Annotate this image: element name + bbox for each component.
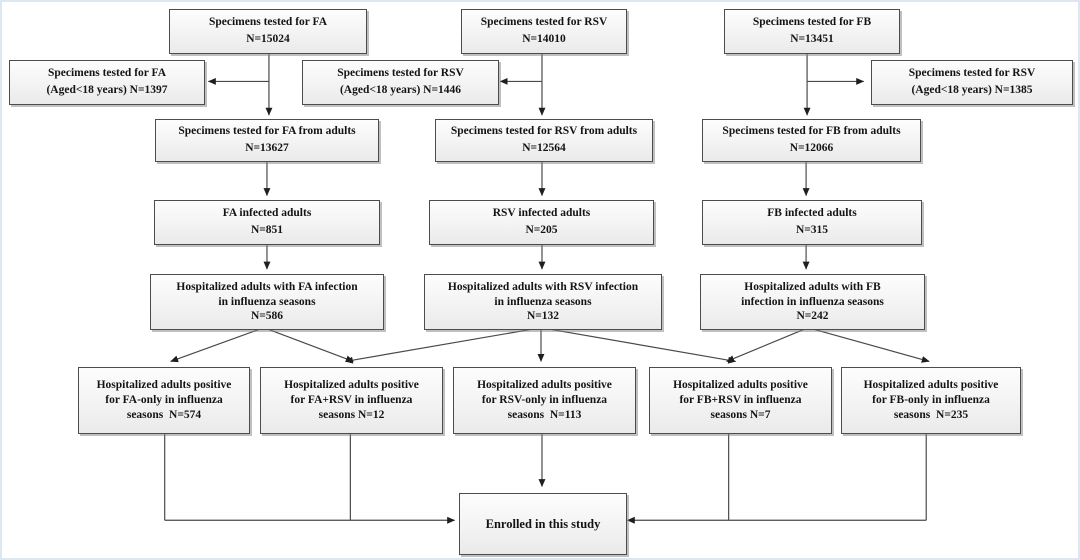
node-text-line: Specimens tested for RSV from adults bbox=[450, 125, 638, 138]
node-text-line: N=205 bbox=[525, 224, 558, 237]
node-text-line: Hospitalized adults positive bbox=[477, 379, 612, 392]
node-hospitalized-fb: Hospitalized adults with FB infection in… bbox=[700, 274, 925, 330]
node-text-line: N=13627 bbox=[245, 142, 289, 155]
node-text-line: Specimens tested for RSV bbox=[480, 15, 608, 28]
node-text-line: for FB+RSV in influenza bbox=[679, 394, 802, 407]
node-positive-fb-rsv: Hospitalized adults positive for FB+RSV … bbox=[649, 367, 832, 434]
node-text-line: N=315 bbox=[795, 224, 829, 237]
node-text-line: N=586 bbox=[250, 310, 284, 323]
node-text-line: Hospitalized adults with FA infection bbox=[176, 280, 358, 293]
node-adults-fb: Specimens tested for FB from adults N=12… bbox=[702, 119, 921, 162]
node-text-line: FA infected adults bbox=[222, 206, 312, 219]
node-text-line: Enrolled in this study bbox=[485, 516, 601, 531]
node-positive-fa-only: Hospitalized adults positive for FA-only… bbox=[78, 367, 250, 434]
node-text-line: Specimens tested for FB from adults bbox=[722, 125, 901, 138]
node-text-line: RSV infected adults bbox=[492, 206, 591, 219]
node-text-line: Specimens tested for RSV bbox=[337, 66, 464, 79]
node-text-line: seasons N=113 bbox=[507, 408, 582, 421]
node-text-line: N=242 bbox=[796, 310, 829, 323]
node-text-line: for FA-only in influenza bbox=[105, 394, 223, 407]
node-text-line: Hospitalized adults with FB bbox=[744, 280, 881, 293]
node-text-line: seasons N=235 bbox=[893, 408, 969, 421]
node-excluded-under18-fb-column: Specimens tested for RSV (Aged<18 years)… bbox=[871, 60, 1073, 105]
node-text-line: for FB-only in influenza bbox=[872, 394, 990, 407]
node-text-line: in influenza seasons bbox=[218, 295, 316, 308]
node-specimens-rsv: Specimens tested for RSV N=14010 bbox=[461, 9, 627, 54]
node-text-line: Hospitalized adults positive bbox=[96, 379, 232, 392]
node-text-line: in influenza seasons bbox=[494, 295, 592, 308]
node-text-line: Specimens tested for FA bbox=[47, 66, 167, 79]
node-text-line: N=132 bbox=[526, 310, 560, 323]
node-text-line: (Aged<18 years) N=1397 bbox=[46, 84, 168, 97]
node-specimens-fb: Specimens tested for FB N=13451 bbox=[724, 9, 900, 54]
node-enrolled: Enrolled in this study bbox=[459, 493, 627, 555]
node-specimens-fa: Specimens tested for FA N=15024 bbox=[169, 9, 367, 54]
node-text-line: (Aged<18 years) N=1446 bbox=[339, 84, 462, 97]
node-infected-rsv: RSV infected adults N=205 bbox=[429, 200, 654, 245]
node-text-line: N=13451 bbox=[790, 33, 834, 46]
node-adults-fa: Specimens tested for FA from adults N=13… bbox=[155, 119, 379, 162]
node-infected-fb: FB infected adults N=315 bbox=[702, 200, 922, 245]
node-text-line: seasons N=574 bbox=[126, 408, 202, 421]
node-positive-rsv-only: Hospitalized adults positive for RSV-onl… bbox=[453, 367, 636, 434]
node-text-line: N=851 bbox=[250, 224, 284, 237]
node-excluded-rsv-under18: Specimens tested for RSV (Aged<18 years)… bbox=[302, 60, 499, 105]
node-text-line: Specimens tested for RSV bbox=[908, 66, 1036, 79]
node-hospitalized-rsv: Hospitalized adults with RSV infection i… bbox=[424, 274, 662, 330]
node-text-line: seasons N=7 bbox=[710, 408, 771, 421]
node-infected-fa: FA infected adults N=851 bbox=[154, 200, 380, 245]
node-text-line: Specimens tested for FA bbox=[208, 15, 328, 28]
node-text-line: FB infected adults bbox=[767, 206, 857, 219]
node-text-line: Hospitalized adults positive bbox=[863, 379, 999, 392]
node-excluded-fa-under18: Specimens tested for FA (Aged<18 years) … bbox=[9, 60, 205, 105]
node-text-line: Specimens tested for FB bbox=[752, 15, 872, 28]
node-text-line: for RSV-only in influenza bbox=[481, 394, 608, 407]
node-text-line: infection in influenza seasons bbox=[741, 295, 884, 308]
node-text-line: for FA+RSV in influenza bbox=[290, 394, 413, 407]
node-text-line: Hospitalized adults with RSV infection bbox=[447, 280, 639, 293]
node-positive-fa-rsv: Hospitalized adults positive for FA+RSV … bbox=[260, 367, 443, 434]
node-text-line: Hospitalized adults positive bbox=[284, 379, 419, 392]
node-text-line: N=14010 bbox=[522, 33, 566, 46]
node-text-line: N=12564 bbox=[522, 142, 566, 155]
node-text-line: seasons N=12 bbox=[318, 408, 385, 421]
node-hospitalized-fa: Hospitalized adults with FA infection in… bbox=[150, 274, 384, 330]
node-text-line: N=12066 bbox=[789, 142, 834, 155]
node-text-line: (Aged<18 years) N=1385 bbox=[911, 84, 1033, 97]
node-text-line: Specimens tested for FA from adults bbox=[178, 125, 356, 138]
node-text-line: N=15024 bbox=[246, 33, 290, 46]
node-text-line: Hospitalized adults positive bbox=[673, 379, 808, 392]
node-positive-fb-only: Hospitalized adults positive for FB-only… bbox=[841, 367, 1021, 434]
node-adults-rsv: Specimens tested for RSV from adults N=1… bbox=[435, 119, 653, 162]
